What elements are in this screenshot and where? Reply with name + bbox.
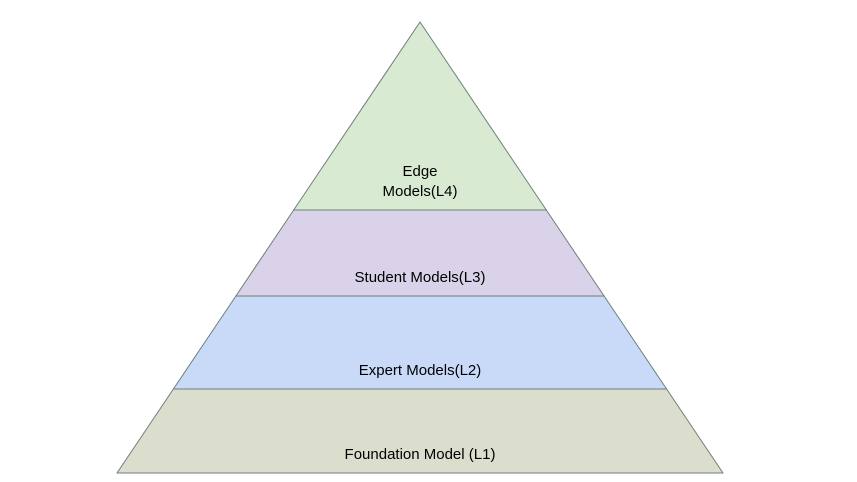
pyramid-layer-label-l4-line2: Models(L4) <box>382 183 457 200</box>
pyramid-layer-label-l1: Foundation Model (L1) <box>345 446 496 463</box>
pyramid-layer-label-l3: Student Models(L3) <box>355 269 486 286</box>
pyramid-layer-label-l4-line1: Edge <box>402 163 437 180</box>
pyramid-layer-label-l2: Expert Models(L2) <box>359 362 482 379</box>
pyramid-layer-l4 <box>293 21 547 211</box>
pyramid-layer-l1 <box>116 388 724 474</box>
pyramid-layers <box>116 21 724 474</box>
